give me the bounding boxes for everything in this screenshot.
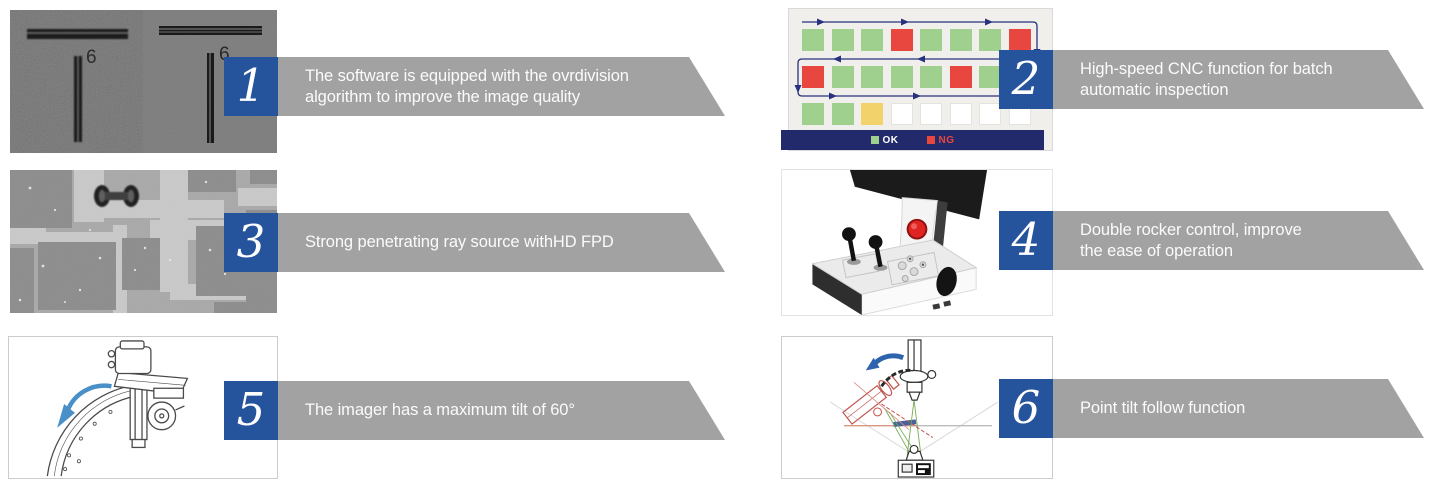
inspection-cell <box>920 29 942 51</box>
xray-tube-tilted <box>842 374 900 425</box>
inspection-cell <box>890 29 913 51</box>
feature-text: Double rocker control, improve <box>1080 220 1302 239</box>
console-top <box>811 239 978 295</box>
feature-number-4: 4 <box>999 211 1053 270</box>
legend-ng: NG <box>926 134 955 146</box>
inspection-cell <box>920 103 942 125</box>
resolution-pattern-noisy <box>27 29 128 142</box>
resolution-digit: 6 <box>86 47 97 68</box>
console-buttons <box>897 255 927 282</box>
feature-number-2: 2 <box>999 50 1053 109</box>
feature-banner-5: The imager has a maximum tilt of 60° <box>278 381 725 440</box>
inspection-cell <box>949 66 972 88</box>
emergency-stop-button <box>906 218 928 240</box>
ng-swatch-icon <box>926 136 935 144</box>
hand-wheel <box>936 266 957 297</box>
legend-ok-label: OK <box>882 134 899 146</box>
inspection-cell <box>949 29 972 51</box>
legend-ng-label: NG <box>938 134 955 146</box>
feature-number-3: 3 <box>224 213 278 272</box>
inspection-cell <box>949 103 972 125</box>
monitor <box>849 170 988 220</box>
feature-text: the ease of operation <box>1080 241 1233 260</box>
inspection-cell <box>890 103 913 125</box>
resolution-pattern-clean <box>159 26 262 143</box>
image-xray-quality-comparison: 6 6 <box>10 10 277 153</box>
feature-text: High-speed CNC function for batch <box>1080 59 1333 78</box>
feature-text: Point tilt follow function <box>1080 399 1246 417</box>
ok-swatch-icon <box>870 136 879 144</box>
feature-banner-4: Double rocker control, improve the ease … <box>1053 211 1424 270</box>
inspection-cell <box>861 29 883 51</box>
inspection-cell <box>802 29 824 51</box>
tilt-motor-wheel <box>147 401 177 431</box>
feature-number-5: 5 <box>224 381 278 440</box>
joystick-right <box>868 235 888 271</box>
inspection-cell <box>831 29 854 51</box>
inspection-grid <box>802 29 1031 140</box>
inspection-cell <box>979 29 1001 51</box>
inspection-cell <box>861 66 883 88</box>
screen-status-bar: OK NG <box>781 130 1044 150</box>
inspection-cell <box>890 66 913 88</box>
feature-text: The imager has a maximum tilt of 60° <box>305 401 575 419</box>
inspection-cell <box>920 66 942 88</box>
tilt-arrow-icon <box>865 353 905 371</box>
resolution-digit: 6 <box>219 44 230 65</box>
inspection-cell <box>802 103 824 125</box>
sample-on-stage <box>893 419 917 428</box>
feature-banner-2: High-speed CNC function for batch automa… <box>1053 50 1424 109</box>
feature-banner-3: Strong penetrating ray source withHD FPD <box>278 213 725 272</box>
rotation-arrow-icon <box>57 383 112 428</box>
joystick-left <box>842 227 861 265</box>
xray-tube-vertical <box>899 339 937 401</box>
feature-banner-1: The software is equipped with the ovrdiv… <box>278 57 725 116</box>
feature-banner-6: Point tilt follow function <box>1053 379 1424 438</box>
inspection-cell <box>861 103 883 125</box>
feature-number-1: 1 <box>224 57 278 116</box>
inspection-cell <box>979 103 1001 125</box>
feature-text: automatic inspection <box>1080 80 1229 99</box>
feature-number-6: 6 <box>999 379 1053 438</box>
inspection-cell <box>831 66 854 88</box>
inspection-cell <box>1008 29 1031 51</box>
inspection-cell <box>979 66 1001 88</box>
legend-ok: OK <box>870 134 899 146</box>
feature-text: Strong penetrating ray source withHD FPD <box>305 233 614 251</box>
inspection-cell <box>831 103 854 125</box>
feature-text: algorithm to improve the image quality <box>305 87 581 106</box>
feature-text: The software is equipped with the ovrdiv… <box>305 66 629 85</box>
inspection-cell <box>802 66 824 88</box>
